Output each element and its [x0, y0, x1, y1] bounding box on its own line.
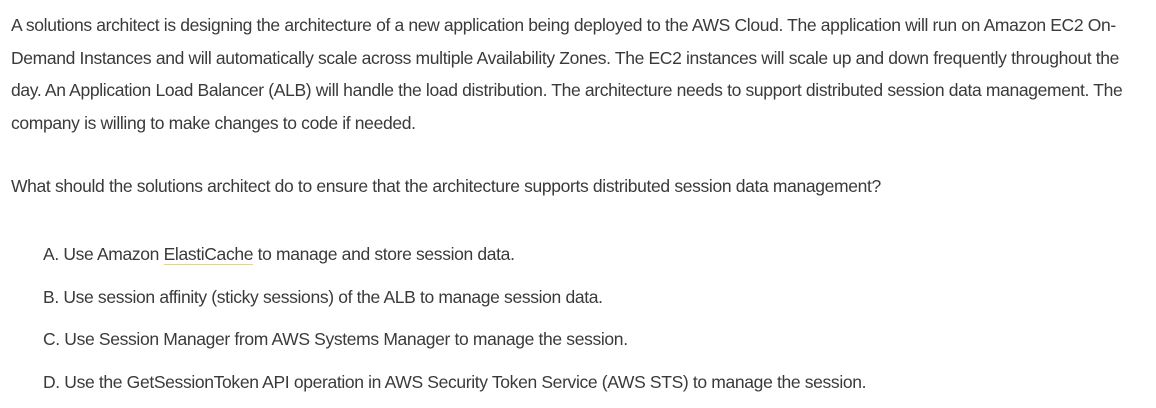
option-a-suffix: to manage and store session data.: [253, 244, 514, 264]
option-a[interactable]: A. Use Amazon ElastiCache to manage and …: [43, 238, 866, 281]
option-a-highlight: ElastiCache: [164, 244, 254, 265]
question-prompt: What should the solutions architect do t…: [11, 170, 1149, 202]
option-b[interactable]: B. Use session affinity (sticky sessions…: [43, 281, 866, 324]
option-c[interactable]: C. Use Session Manager from AWS Systems …: [43, 323, 866, 366]
question-text: A solutions architect is designing the a…: [11, 9, 1149, 139]
option-a-prefix: A. Use Amazon: [43, 244, 164, 264]
answer-options: A. Use Amazon ElastiCache to manage and …: [43, 238, 866, 408]
